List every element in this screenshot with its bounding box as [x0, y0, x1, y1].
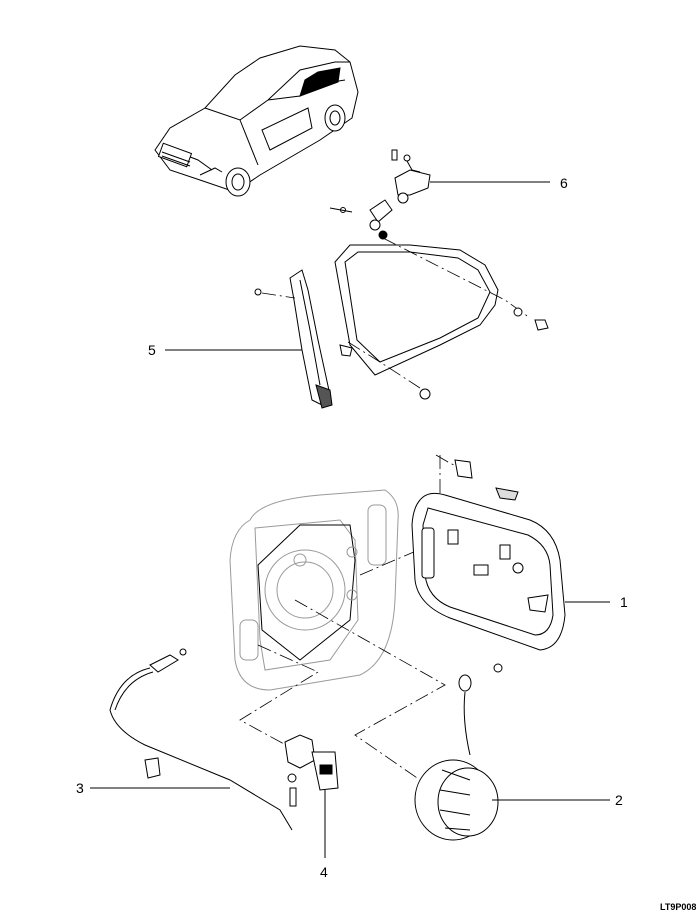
callout-1: 1: [620, 594, 628, 610]
figure-code: LT9P008: [660, 902, 696, 912]
quarter-glass-window: [334, 237, 549, 400]
callout-2: 2: [615, 792, 623, 808]
part-3-release-cable: [90, 648, 297, 831]
callout-5: 5: [148, 342, 156, 358]
part-4-door-opener: [284, 734, 339, 858]
part-5-pillar-moulding: [165, 269, 333, 409]
part-2-fuel-cap: [414, 674, 610, 841]
car-overview-illustration: [154, 45, 359, 197]
callout-6: 6: [560, 175, 568, 191]
callout-4: 4: [320, 864, 328, 880]
part-6-latch-assembly: [329, 149, 550, 240]
callout-3: 3: [76, 780, 84, 796]
part-1-fuel-door: [411, 459, 610, 673]
